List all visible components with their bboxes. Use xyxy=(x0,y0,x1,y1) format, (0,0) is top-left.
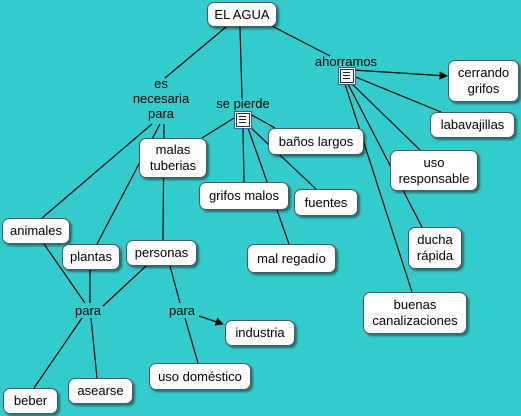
edge-ahorramos-labavajillas xyxy=(352,75,442,113)
edge-para2-domestico xyxy=(184,317,199,364)
concept-malas-tuberias[interactable]: malas tuberias xyxy=(139,138,207,178)
edge-agua-sepierde xyxy=(239,26,243,99)
concept-ducha-rapida[interactable]: ducha rápida xyxy=(408,227,462,269)
edge-sepierde-fuentes xyxy=(249,126,317,190)
edge-animales-para xyxy=(43,243,86,304)
link-ahorramos: ahorramos xyxy=(314,54,378,69)
document-icon[interactable] xyxy=(236,113,250,127)
edge-ahorramos-canal xyxy=(344,83,413,293)
concept-personas[interactable]: personas xyxy=(126,240,197,266)
link-se-pierde: se pierde xyxy=(216,96,270,111)
edge-para-asearse xyxy=(90,317,98,379)
edge-sepierde-grifos xyxy=(242,127,245,183)
concept-el-agua[interactable]: EL AGUA xyxy=(207,2,277,27)
concept-asearse[interactable]: asearse xyxy=(68,378,133,404)
concept-labavajillas[interactable]: labavajillas xyxy=(430,112,515,138)
concept-uso-responsable[interactable]: uso responsable xyxy=(390,150,478,191)
concept-banos-largos[interactable]: baños largos xyxy=(268,128,364,155)
edge-para-beber xyxy=(33,317,83,389)
concept-uso-domestico[interactable]: uso doméstico xyxy=(149,363,251,390)
edge-necesaria-animales xyxy=(41,123,153,219)
concept-animales[interactable]: animales xyxy=(2,218,70,244)
edge-para2-industria xyxy=(198,315,224,326)
concept-mal-regadio[interactable]: mal regadío xyxy=(247,244,336,273)
concept-cerrando-grifos[interactable]: cerrando grifos xyxy=(448,60,519,102)
concept-grifos-malos[interactable]: grifos malos xyxy=(199,182,289,210)
concept-fuentes[interactable]: fuentes xyxy=(294,189,358,216)
edge-ahorramos-usoresp xyxy=(349,81,421,151)
concept-industria[interactable]: industria xyxy=(225,320,295,346)
link-para-left: para xyxy=(74,303,102,318)
link-para-right: para xyxy=(168,303,196,318)
edge-agua-ahorramos xyxy=(271,25,331,57)
concept-beber[interactable]: beber xyxy=(3,388,58,414)
edge-agua-necesaria xyxy=(164,26,227,79)
link-es-necesaria-para: es necesaria para xyxy=(132,76,190,121)
edge-sepierde-banos xyxy=(249,113,276,129)
edge-personas-para2 xyxy=(169,265,181,304)
edge-ahorramos-cerrando xyxy=(352,69,448,80)
edge-sepierde-malas xyxy=(201,117,235,139)
edge-ahorramos-ducha xyxy=(347,83,423,228)
document-icon[interactable] xyxy=(340,69,354,83)
edge-personas-para xyxy=(102,265,147,307)
concept-plantas[interactable]: plantas xyxy=(62,244,120,270)
concept-buenas-canalizaciones[interactable]: buenas canalizaciones xyxy=(363,292,467,334)
